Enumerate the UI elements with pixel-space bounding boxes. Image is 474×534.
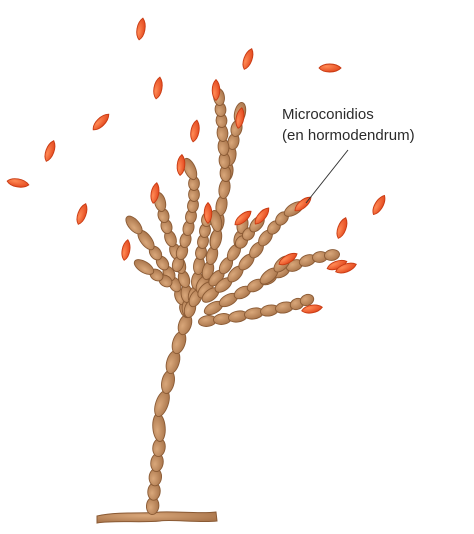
microconidium [240,47,255,70]
microconidium [90,111,111,132]
hypha-cell [160,369,177,394]
substrate-hypha [97,512,217,523]
microconidium [42,139,57,162]
microconidium [189,119,201,142]
microconidium [370,193,388,216]
microconidium [212,80,220,101]
microconidium [319,64,341,72]
microconidium [6,177,29,189]
substrate-hypha-body [97,512,217,523]
microconidium [152,76,164,99]
label-line-2: (en hormodendrum) [282,125,415,146]
hypha-cell [152,389,173,419]
microconidium [74,202,89,225]
microconidium [120,239,131,261]
hypha-cell [152,413,167,442]
label-line-1: Microconidios [282,104,415,125]
microconidium [334,216,349,239]
microconidium [135,17,147,40]
microconidia-label: Microconidios (en hormodendrum) [282,104,415,146]
label-leader-line [306,150,348,203]
microconidium [176,154,185,175]
conidiophore-branches [123,88,340,515]
microconidium [204,203,212,224]
